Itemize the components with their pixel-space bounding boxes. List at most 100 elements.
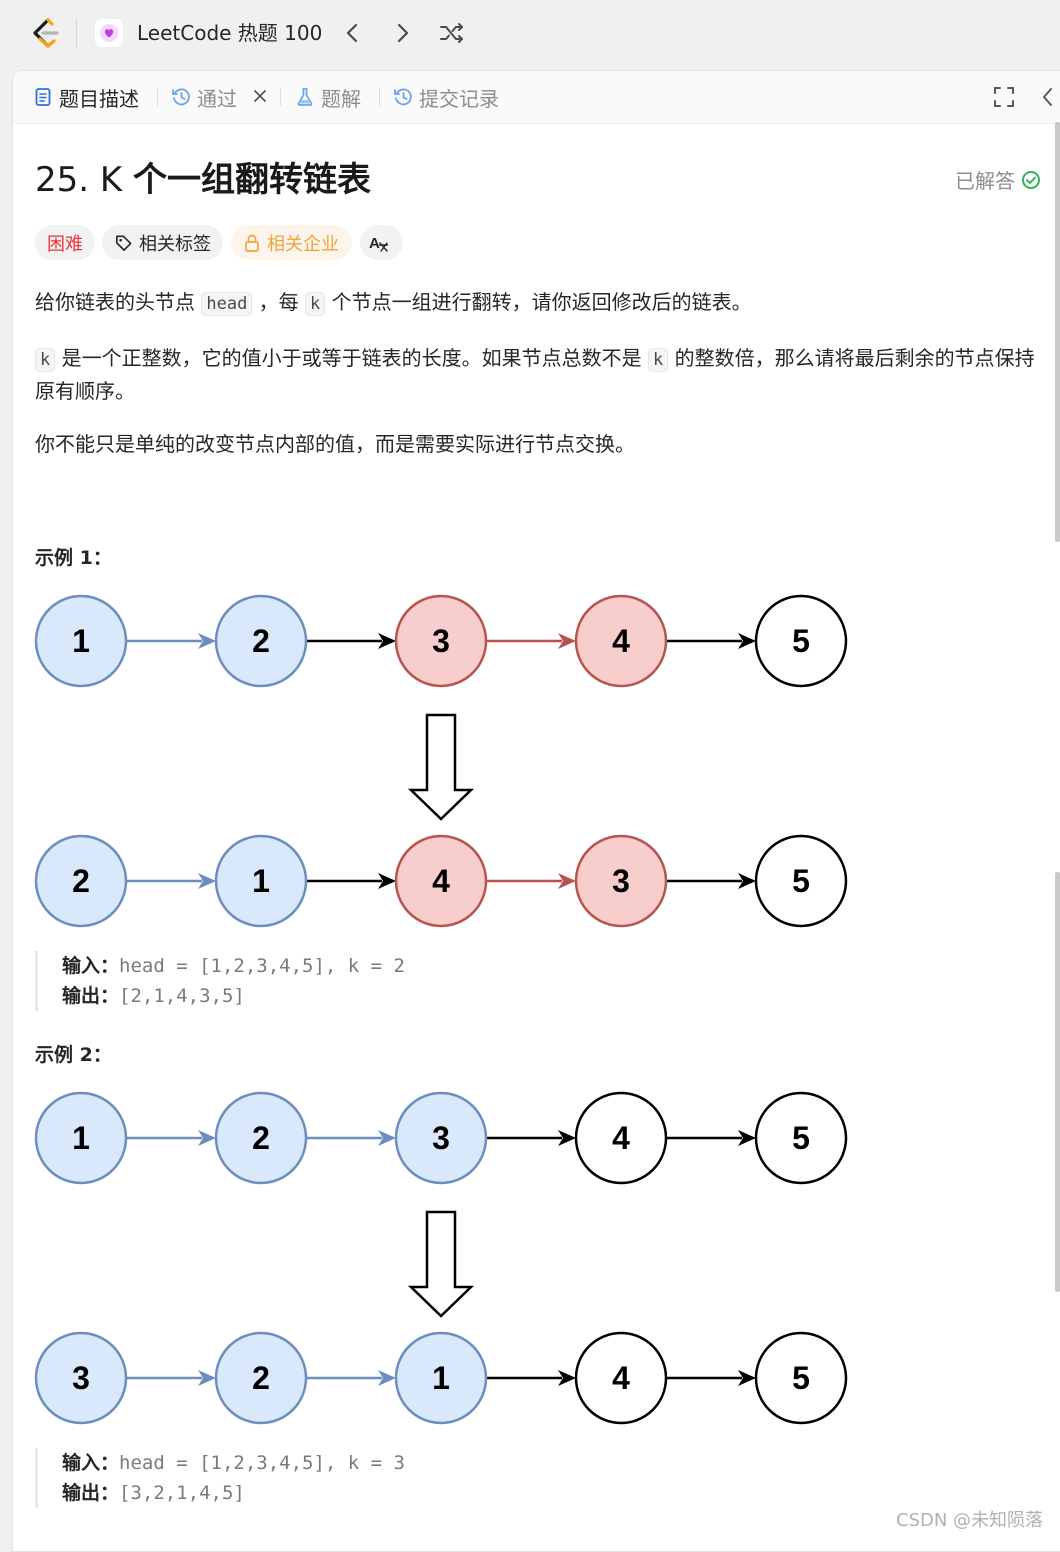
node-value: 5 [792, 1360, 810, 1396]
arrow-head [198, 633, 216, 649]
tab-submissions-label: 提交记录 [419, 86, 499, 111]
input-label: 输入： [62, 955, 120, 977]
output-value: [2,1,4,3,5] [119, 985, 245, 1007]
solved-label: 已解答 [955, 169, 1015, 193]
tab-accepted[interactable]: 通过 [171, 83, 237, 111]
before-node: 4 [574, 1091, 668, 1185]
node-circle [754, 1091, 848, 1185]
after-node: 4 [394, 834, 488, 928]
description-paragraph-2: k 是一个正整数，它的值小于或等于链表的长度。如果节点总数不是 k 的整数倍，那… [35, 343, 1040, 407]
node-circle [214, 594, 308, 688]
problem-title: 25. K 个一组翻转链表 [35, 158, 371, 202]
node-circle [214, 1091, 308, 1185]
flask-icon [295, 87, 315, 107]
playlist-heart-icon [95, 19, 123, 47]
related-topics-button[interactable]: 相关标签 [102, 225, 223, 260]
example-2-io: 输入：head = [1,2,3,4,5], k = 3 输出：[3,2,1,4… [35, 1448, 735, 1508]
watermark: CSDN @未知陨落 [896, 1510, 1044, 1531]
node-value: 4 [612, 623, 630, 659]
arrow-head [198, 1370, 216, 1386]
after-node: 5 [754, 1331, 848, 1425]
after-node: 1 [214, 834, 308, 928]
node-value: 2 [252, 1120, 270, 1156]
node-circle [34, 594, 128, 688]
after-node: 3 [574, 834, 668, 928]
playlist-title[interactable]: LeetCode 热题 100 [137, 21, 323, 45]
svg-text:A: A [369, 235, 380, 252]
translate-button[interactable]: A [360, 225, 403, 260]
text-segment: ，每 [252, 290, 306, 314]
scrollbar-track[interactable] [1055, 122, 1060, 542]
node-value: 2 [72, 863, 90, 899]
arrow-head [738, 873, 756, 889]
translate-icon: A [369, 235, 388, 252]
tab-accepted-label: 通过 [197, 86, 237, 111]
divider [76, 18, 77, 48]
node-value: 5 [792, 623, 810, 659]
scrollbar-thumb[interactable] [1055, 872, 1060, 1292]
node-value: 1 [432, 1360, 450, 1396]
arrow-head [558, 633, 576, 649]
node-circle [394, 834, 488, 928]
history-icon [171, 87, 191, 107]
node-value: 3 [432, 623, 450, 659]
node-circle [214, 1331, 308, 1425]
fullscreen-icon[interactable] [992, 85, 1016, 109]
arrow-head [558, 1130, 576, 1146]
after-node: 2 [34, 834, 128, 928]
next-problem-button[interactable] [388, 18, 418, 48]
tab-bar: 题目描述 通过 题解 提交记录 [13, 71, 1060, 124]
node-value: 4 [612, 1120, 630, 1156]
inline-code: k [647, 348, 669, 372]
node-circle [754, 1331, 848, 1425]
tab-solutions[interactable]: 题解 [295, 83, 361, 111]
before-node: 5 [754, 1091, 848, 1185]
node-value: 4 [612, 1360, 630, 1396]
related-companies-label: 相关企业 [267, 233, 339, 255]
before-node: 3 [394, 594, 488, 688]
tab-separator [280, 88, 281, 106]
shuffle-button[interactable] [437, 18, 467, 48]
node-circle [574, 594, 668, 688]
output-label: 输出： [62, 1482, 120, 1504]
related-companies-button[interactable]: 相关企业 [231, 225, 352, 260]
before-node: 2 [214, 1091, 308, 1185]
after-node: 5 [754, 834, 848, 928]
input-label: 输入： [62, 1452, 120, 1474]
arrow-head [738, 633, 756, 649]
example-1-title: 示例 1： [35, 547, 112, 569]
node-value: 5 [792, 1120, 810, 1156]
node-value: 1 [252, 863, 270, 899]
tab-submissions[interactable]: 提交记录 [393, 83, 499, 111]
description-paragraph-3: 你不能只是单纯的改变节点内部的值，而是需要实际进行节点交换。 [35, 432, 635, 456]
before-node: 2 [214, 594, 308, 688]
tab-solutions-label: 题解 [321, 86, 361, 111]
node-value: 2 [252, 623, 270, 659]
tab-description[interactable]: 题目描述 [33, 83, 139, 111]
node-value: 3 [612, 863, 630, 899]
description-paragraph-1: 给你链表的头节点 head ，每 k 个节点一组进行翻转，请你返回修改后的链表。 [35, 287, 1040, 320]
before-node: 4 [574, 594, 668, 688]
inline-code: k [35, 348, 56, 372]
tab-separator [157, 88, 158, 106]
node-circle [214, 834, 308, 928]
prev-problem-button[interactable] [337, 18, 367, 48]
node-value: 2 [252, 1360, 270, 1396]
related-topics-label: 相关标签 [139, 233, 211, 255]
leetcode-logo[interactable] [26, 14, 64, 52]
arrow-head [558, 873, 576, 889]
node-circle [754, 594, 848, 688]
check-circle-icon [1021, 170, 1041, 190]
node-circle [394, 1331, 488, 1425]
close-icon[interactable] [249, 85, 271, 107]
arrow-head [378, 873, 396, 889]
node-circle [34, 1091, 128, 1185]
collapse-panel-icon[interactable] [1036, 85, 1060, 109]
arrow-head [378, 1130, 396, 1146]
after-node: 4 [574, 1331, 668, 1425]
node-circle [394, 1091, 488, 1185]
node-value: 3 [432, 1120, 450, 1156]
text-segment: 给你链表的头节点 [35, 290, 202, 314]
difficulty-badge[interactable]: 困难 [35, 225, 95, 260]
